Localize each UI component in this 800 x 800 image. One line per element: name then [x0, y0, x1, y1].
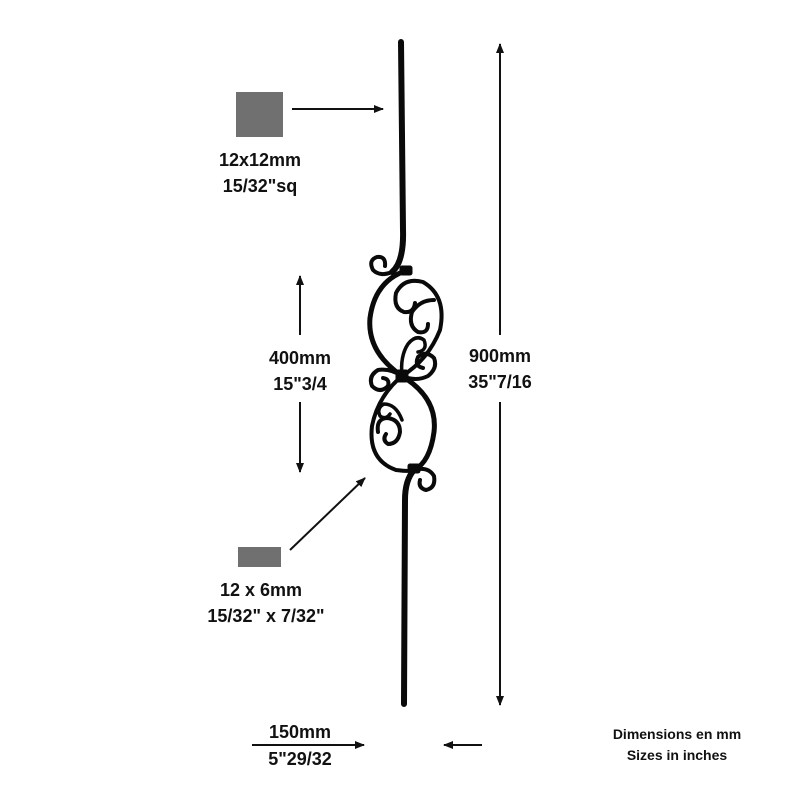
- collar-middle: [395, 369, 409, 383]
- total-height-imperial: 35"7/16: [468, 372, 532, 392]
- bottom-section-imperial: 15/32" x 7/32": [207, 606, 324, 626]
- top-section-metric: 12x12mm: [219, 150, 301, 170]
- total-height-metric: 900mm: [469, 346, 531, 366]
- lower-left-spiral: [375, 416, 402, 446]
- legend-units-inches: Sizes in inches: [627, 747, 728, 763]
- top-section-imperial: 15/32"sq: [223, 176, 298, 196]
- upper-bar: [389, 39, 407, 275]
- bottom-section-swatch: [238, 547, 281, 567]
- width-imperial: 5"29/32: [268, 749, 332, 769]
- bottom-section-arrow: [289, 477, 366, 551]
- top-section-swatch: [236, 92, 283, 137]
- middle-right-spiral: [400, 351, 438, 381]
- top-curl: [369, 254, 394, 277]
- width-metric: 150mm: [269, 722, 331, 742]
- scroll-height-imperial: 15"3/4: [273, 374, 327, 394]
- scroll-height-metric: 400mm: [269, 348, 331, 368]
- bottom-section-metric: 12 x 6mm: [220, 580, 302, 600]
- lower-bar: [401, 467, 417, 707]
- lower-small-spiral: [376, 402, 404, 422]
- collar-bottom: [407, 463, 421, 474]
- bottom-curl: [412, 466, 437, 492]
- legend-units-mm: Dimensions en mm: [613, 726, 741, 742]
- middle-left-spiral: [368, 367, 404, 392]
- collar-top: [399, 265, 413, 276]
- upper-right-arc: [393, 278, 444, 378]
- upper-small-spiral: [399, 336, 427, 378]
- baluster: [367, 39, 444, 707]
- upper-right-spiral: [408, 298, 436, 335]
